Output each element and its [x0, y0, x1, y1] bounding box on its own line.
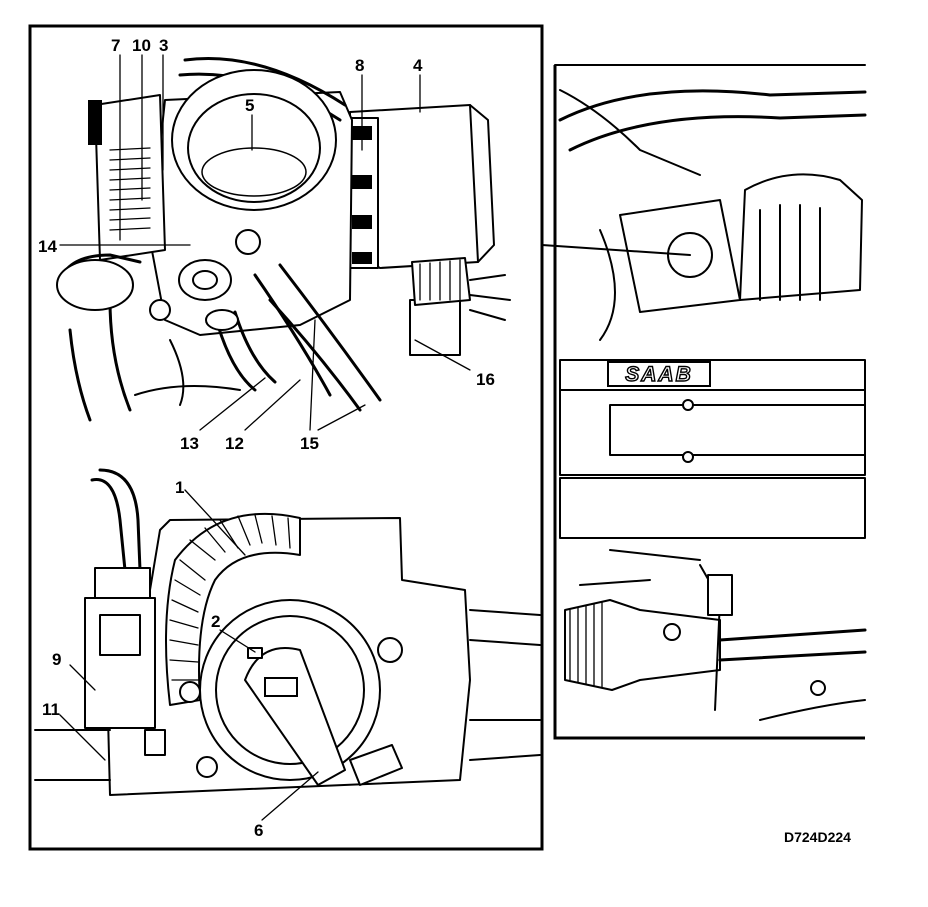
saab-badge-label: SAAB [625, 363, 693, 386]
callout-1: 1 [175, 478, 184, 497]
callout-8: 8 [355, 56, 364, 75]
callout-16: 16 [476, 370, 495, 389]
callout-9: 9 [52, 650, 61, 669]
callout-5: 5 [245, 96, 254, 115]
callout-13: 13 [180, 434, 199, 453]
engine-overview: SAAB [541, 64, 867, 740]
connector-ribs [347, 117, 379, 269]
left-frame [28, 24, 544, 851]
callout-11: 11 [42, 700, 60, 719]
return-spring [165, 512, 301, 706]
saab-badge: SAAB [607, 361, 711, 387]
throttle-body-top-view [56, 56, 511, 422]
callout-7: 7 [111, 36, 120, 55]
callout-10: 10 [132, 36, 151, 55]
callout-3: 3 [159, 36, 168, 55]
callout-labels: 7 10 3 8 4 5 14 16 13 12 15 1 2 9 11 6 [38, 36, 495, 840]
throttle-sensor-view [34, 468, 541, 796]
callout-14: 14 [38, 237, 57, 256]
sensor-connector [84, 468, 166, 756]
callout-12: 12 [225, 434, 244, 453]
callout-15: 15 [300, 434, 319, 453]
callout-6: 6 [254, 821, 263, 840]
figure-code: D724D224 [784, 829, 851, 845]
callout-2: 2 [211, 612, 220, 631]
callout-leaders [59, 54, 471, 821]
callout-4: 4 [413, 56, 423, 75]
